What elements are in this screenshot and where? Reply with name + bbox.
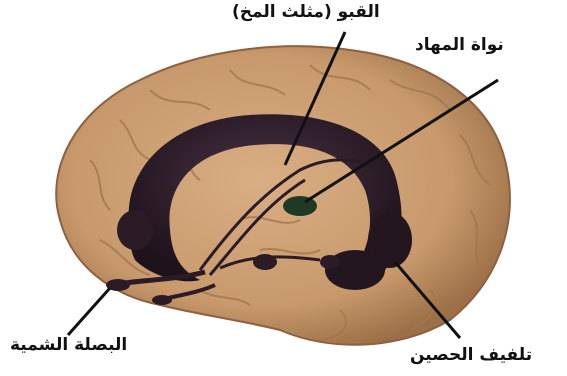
label-thalamic-nucleus: نواة المهاد xyxy=(415,35,504,55)
leader-line-olfactory xyxy=(68,288,110,335)
label-hippocampal-gyrus: تلفيف الحصين xyxy=(410,345,532,365)
label-olfactory-bulb: البصلة الشمية xyxy=(10,335,127,355)
label-fornix: القبو (مثلث المخ) xyxy=(232,2,380,22)
